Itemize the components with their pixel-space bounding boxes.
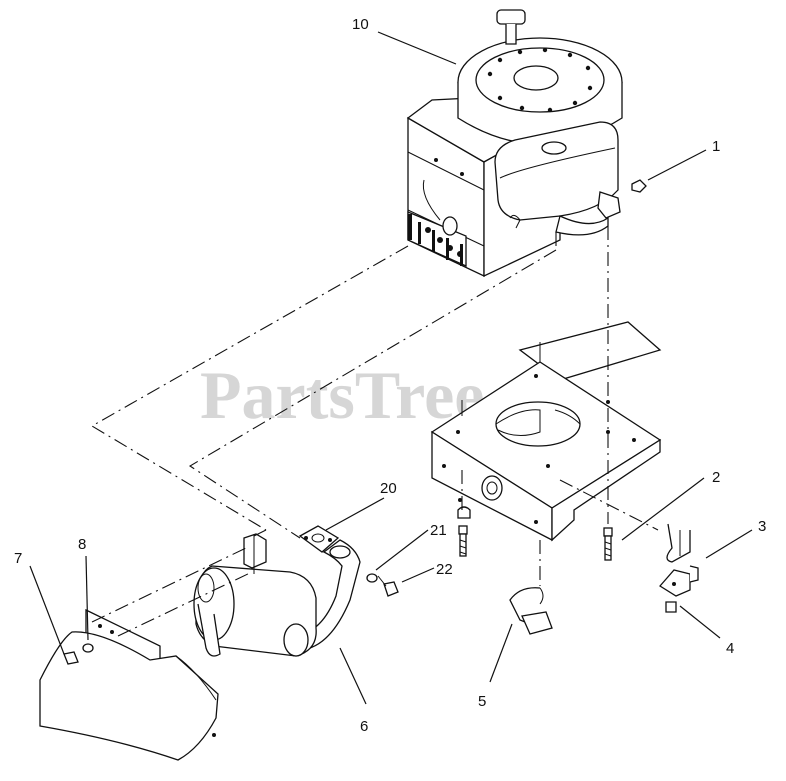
- callout-2: 2: [712, 469, 720, 486]
- callout-21: 21: [430, 522, 447, 539]
- watermark: PartsTree: [200, 357, 484, 433]
- callout-10: 10: [352, 16, 369, 33]
- muffler[interactable]: [193, 533, 317, 657]
- washer-part-21[interactable]: [366, 573, 378, 583]
- callout-6: 6: [360, 718, 368, 735]
- mounting-bolt-left[interactable]: [457, 506, 471, 557]
- callout-7: 7: [14, 550, 22, 567]
- engine[interactable]: [406, 9, 623, 278]
- engine-mounting-plate[interactable]: [430, 321, 662, 542]
- exhaust-pipe-part-6[interactable]: [295, 539, 361, 651]
- mounting-bolt-right[interactable]: [603, 527, 613, 561]
- callout-5: 5: [478, 693, 486, 710]
- leader-lines: [29, 31, 753, 705]
- screw-part-22[interactable]: [377, 575, 399, 597]
- callout-22: 22: [436, 561, 453, 578]
- assembly-lines: [90, 226, 659, 637]
- callout-8: 8: [78, 536, 86, 553]
- callout-3: 3: [758, 518, 766, 535]
- gasket-part-20[interactable]: [298, 525, 340, 553]
- callout-20: 20: [380, 480, 397, 497]
- callout-1: 1: [712, 138, 720, 155]
- rod-part-5[interactable]: [509, 587, 553, 635]
- muffler-guard[interactable]: [39, 631, 219, 761]
- nut-part-1[interactable]: [631, 179, 647, 193]
- callout-labels: 10 1 2 3 4 5 6 7 8 20 21 22: [14, 16, 766, 735]
- clip-part-3[interactable]: [666, 523, 691, 563]
- screw-part-7[interactable]: [63, 643, 94, 665]
- callout-4: 4: [726, 640, 734, 657]
- bracket-part-4[interactable]: [659, 565, 699, 613]
